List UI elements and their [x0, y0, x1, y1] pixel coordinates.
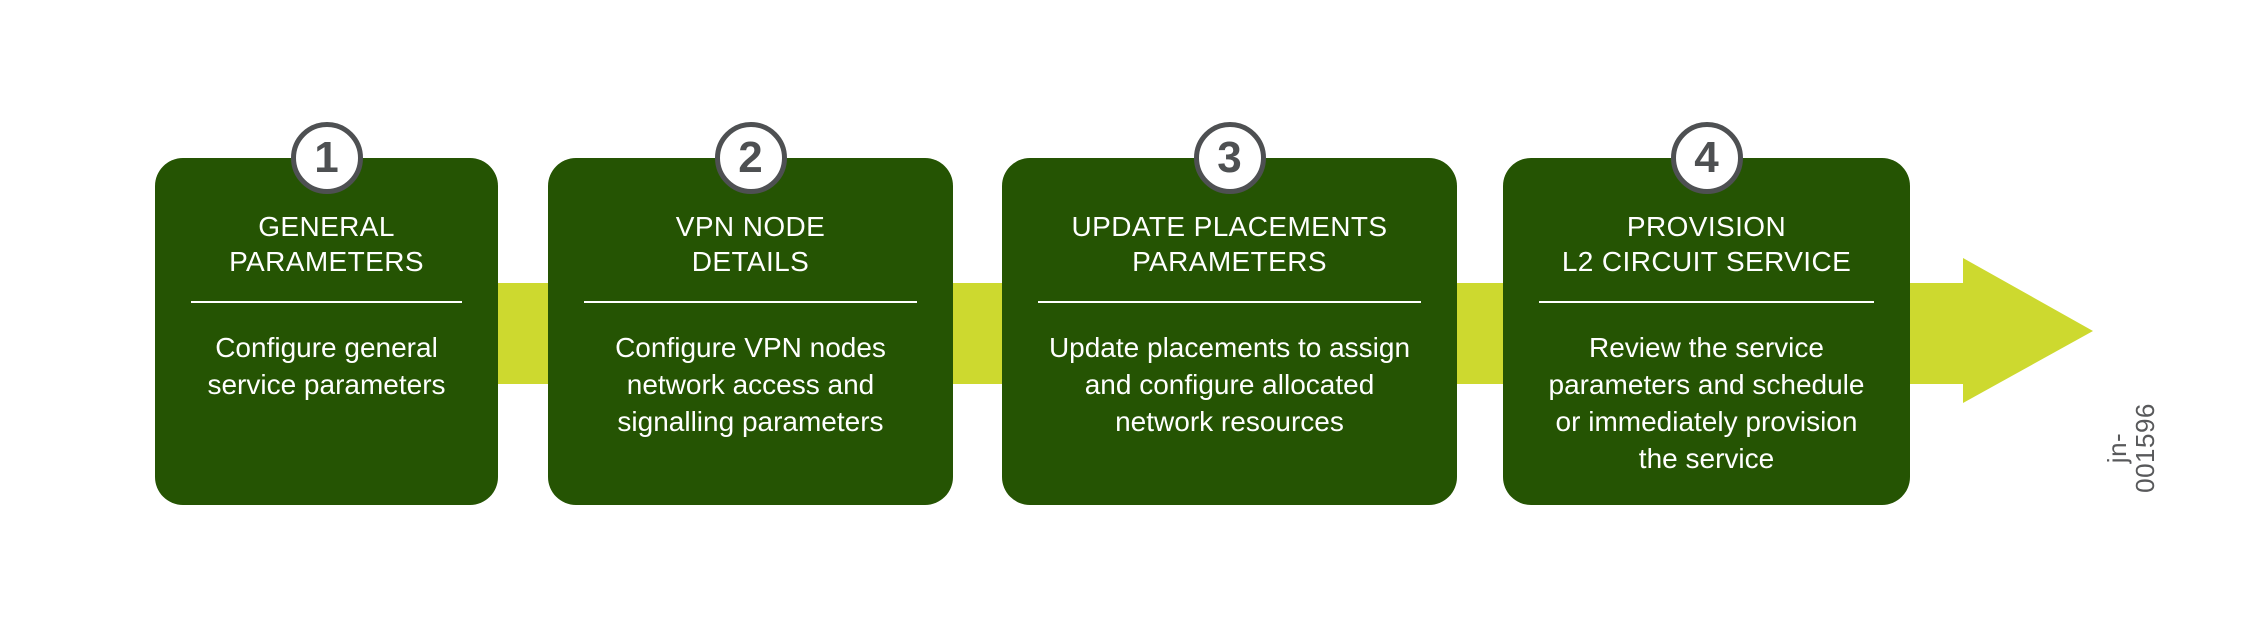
step-4-desc-line-2: parameters and schedule [1548, 369, 1865, 400]
step-4-desc-line-4: the service [1638, 443, 1775, 474]
step-1-title-line-2: PARAMETERS [229, 246, 424, 277]
step-4-card: 4 PROVISION L2 CIRCUIT SERVICE Review th… [1503, 122, 1910, 505]
step-1-divider [191, 301, 462, 303]
flow-arrow-head-icon [1963, 258, 2093, 403]
step-3-title: UPDATE PLACEMENTS PARAMETERS [1002, 209, 1457, 279]
step-3-title-line-1: UPDATE PLACEMENTS [1071, 211, 1388, 242]
step-4-title: PROVISION L2 CIRCUIT SERVICE [1503, 209, 1910, 279]
step-1-number: 1 [314, 133, 339, 182]
step-4-number: 4 [1694, 133, 1719, 182]
step-2-title-line-2: DETAILS [691, 246, 810, 277]
step-1-card: 1 GENERAL PARAMETERS Configure general s… [155, 122, 498, 505]
step-2-card: 2 VPN NODE DETAILS Configure VPN nodes n… [548, 122, 953, 505]
step-1-number-badge: 1 [290, 122, 363, 194]
step-2-desc-line-1: Configure VPN nodes [615, 332, 886, 363]
step-3-desc-line-1: Update placements to assign [1048, 332, 1411, 363]
figure-id-label: jn-001596 [2102, 403, 2160, 493]
step-3-card: 3 UPDATE PLACEMENTS PARAMETERS Update pl… [1002, 122, 1457, 505]
step-1-title: GENERAL PARAMETERS [155, 209, 498, 279]
step-4-number-badge: 4 [1670, 122, 1743, 194]
step-3-desc-line-3: network resources [1115, 406, 1344, 437]
step-3-description: Update placements to assign and configur… [1002, 329, 1457, 440]
step-4-description: Review the service parameters and schedu… [1503, 329, 1910, 477]
step-2-title: VPN NODE DETAILS [548, 209, 953, 279]
step-2-desc-line-3: signalling parameters [617, 406, 884, 437]
step-1-desc-line-1: Configure general [215, 332, 438, 363]
step-2-desc-line-2: network access and [626, 369, 875, 400]
step-1-title-line-1: GENERAL [258, 211, 395, 242]
step-1-description: Configure general service parameters [155, 329, 498, 403]
step-4-title-line-2: L2 CIRCUIT SERVICE [1561, 246, 1852, 277]
step-2-divider [584, 301, 917, 303]
step-4-title-line-1: PROVISION [1626, 211, 1787, 242]
step-3-number: 3 [1217, 133, 1242, 182]
step-1-desc-line-2: service parameters [207, 369, 446, 400]
step-2-number-badge: 2 [714, 122, 787, 194]
step-3-title-line-2: PARAMETERS [1132, 246, 1327, 277]
step-2-description: Configure VPN nodes network access and s… [548, 329, 953, 440]
step-2-title-line-1: VPN NODE [675, 211, 826, 242]
step-3-number-badge: 3 [1193, 122, 1266, 194]
step-4-divider [1539, 301, 1874, 303]
step-4-desc-line-3: or immediately provision [1555, 406, 1858, 437]
step-3-divider [1038, 301, 1421, 303]
step-3-desc-line-2: and configure allocated [1084, 369, 1375, 400]
step-2-number: 2 [738, 133, 763, 182]
step-4-desc-line-1: Review the service [1589, 332, 1824, 363]
